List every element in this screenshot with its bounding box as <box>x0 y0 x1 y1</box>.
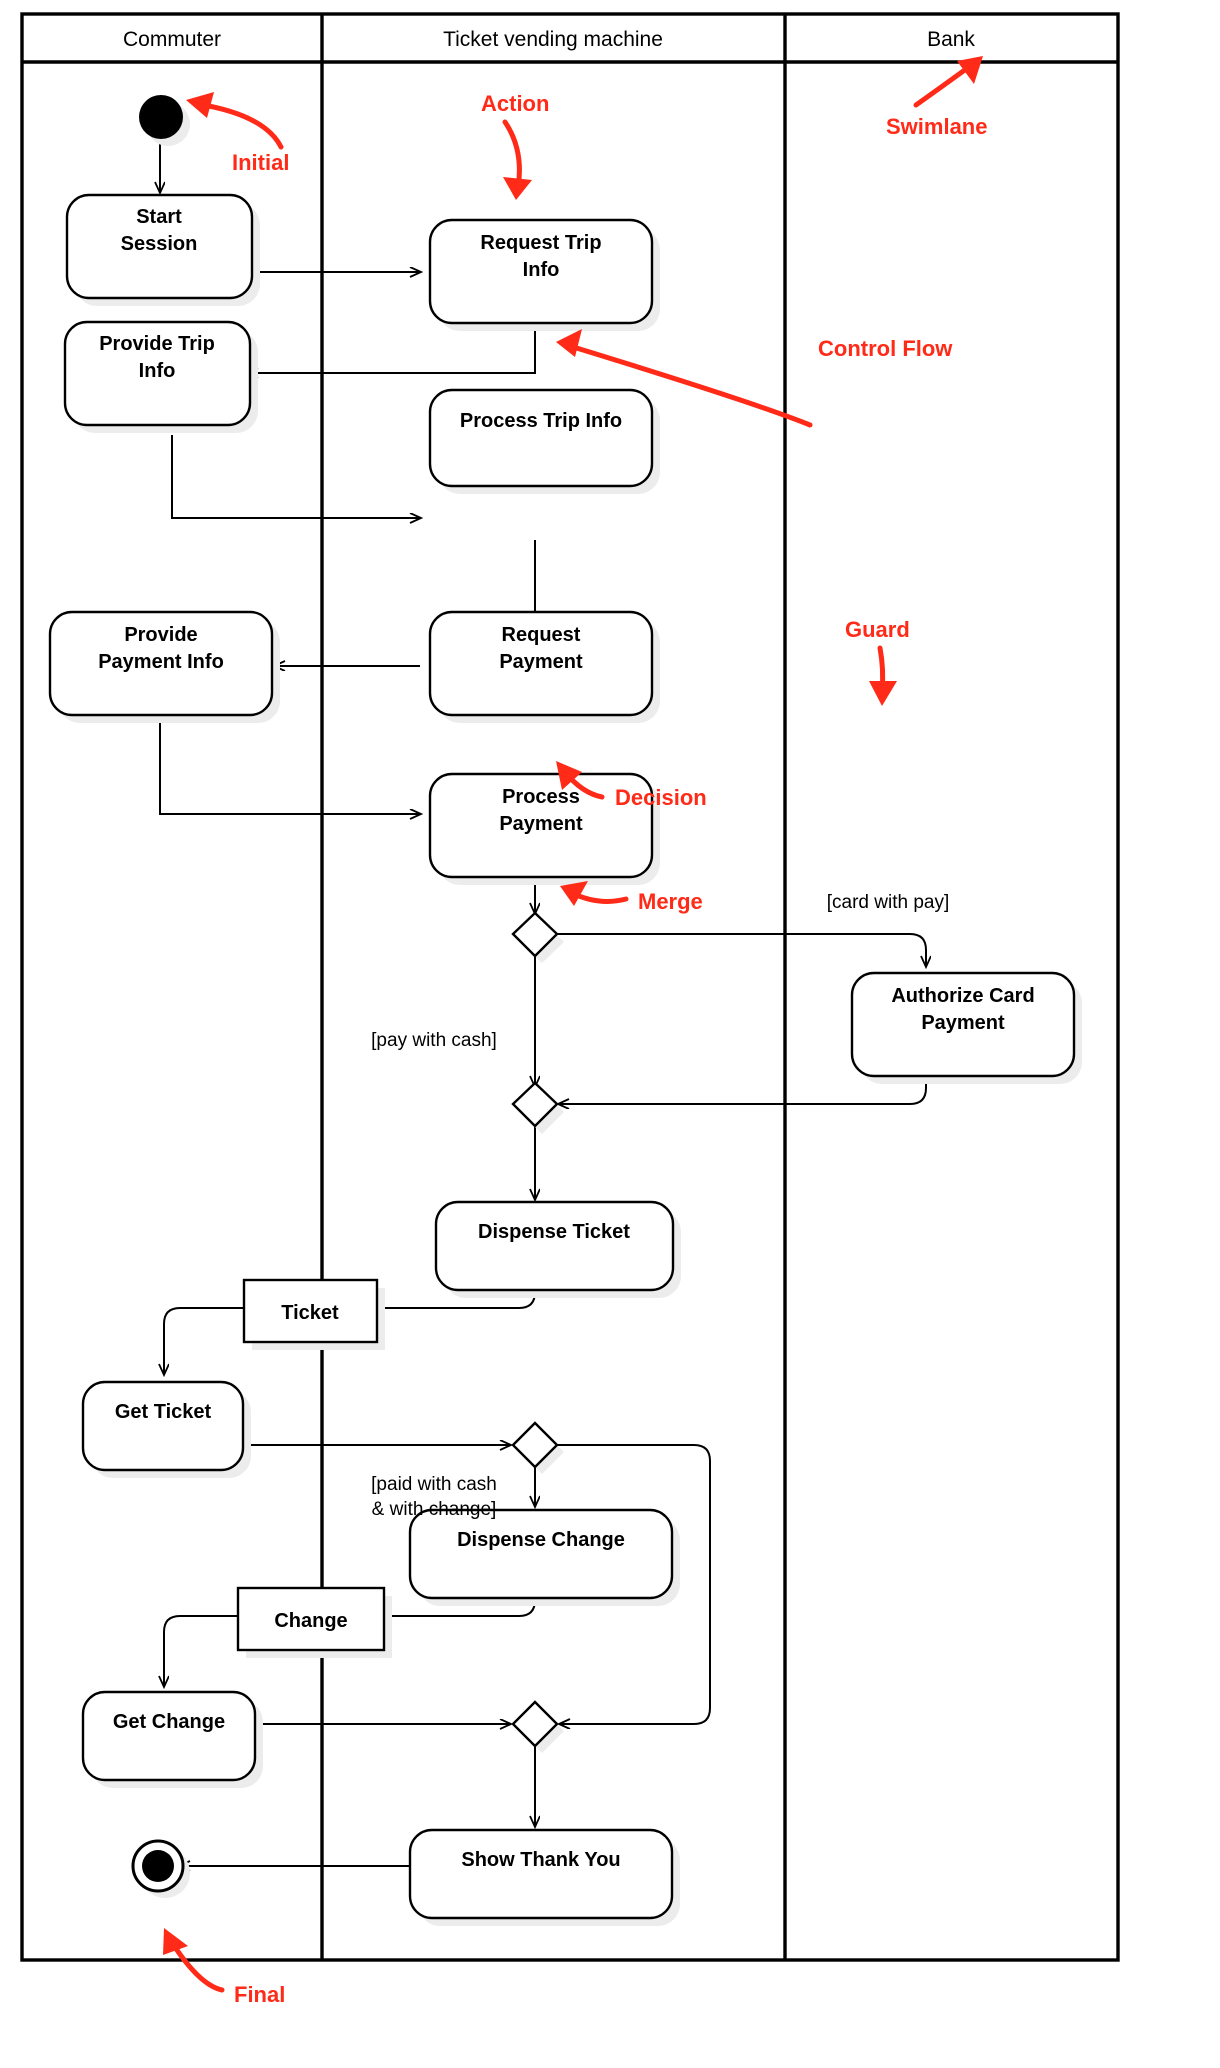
swimlane-title-commuter: Commuter <box>123 28 221 51</box>
flow-decision-change-bypass-to-merge-change <box>557 1444 711 1724</box>
action-provide-trip-info[interactable]: Provide Trip Info <box>63 320 258 433</box>
swimlane-title-tvm: Ticket vending machine <box>443 28 663 51</box>
object-node-ticket-label: Ticket <box>281 1302 339 1324</box>
object-node-change[interactable]: Change <box>236 1586 392 1658</box>
annotation-merge-label: Merge <box>638 889 703 914</box>
swimlane-title-bank: Bank <box>927 28 975 51</box>
action-request-trip-info-label-line-1: Request Trip <box>480 232 601 254</box>
guard-paid-with-cash-line-1: [paid with cash <box>371 1474 497 1495</box>
action-get-ticket[interactable]: Get Ticket <box>81 1380 251 1478</box>
action-process-payment-label-line-1: Process <box>502 786 580 808</box>
annotation-merge: Merge <box>560 881 703 914</box>
action-dispense-change[interactable]: Dispense Change <box>408 1508 680 1606</box>
action-provide-trip-info-label-line-1: Provide Trip <box>99 333 215 355</box>
decision-node-change[interactable] <box>511 1421 564 1474</box>
action-start-session-label-line-2: Session <box>121 233 198 255</box>
action-authorize-card-payment-label-line-1: Authorize Card <box>891 985 1034 1007</box>
annotation-swimlane: Swimlane <box>886 56 987 139</box>
action-start-session-label-line-1: Start <box>136 206 182 228</box>
annotation-decision-label: Decision <box>615 785 707 810</box>
guard-card-with-pay: [card with pay] <box>827 892 950 913</box>
action-request-trip-info-label-line-2: Info <box>523 259 560 281</box>
action-get-ticket-label-line-1: Get Ticket <box>115 1401 212 1423</box>
action-provide-payment-info-label-line-2: Payment Info <box>98 651 224 673</box>
guard-card-with-pay-line-1: [card with pay] <box>827 892 950 913</box>
action-process-payment-label-line-2: Payment <box>499 813 583 835</box>
final-node[interactable] <box>131 1839 190 1898</box>
initial-node[interactable] <box>139 95 190 146</box>
decision-node-payment[interactable] <box>511 911 564 963</box>
annotation-guard-label: Guard <box>845 617 910 642</box>
flow-change-object-to-get-change <box>164 1615 246 1686</box>
action-authorize-card-payment-label-line-2: Payment <box>921 1012 1005 1034</box>
action-process-payment[interactable]: Process Payment <box>428 772 660 885</box>
control-flow-edges <box>160 116 926 1866</box>
annotation-initial-label: Initial <box>232 150 289 175</box>
annotation-final-label: Final <box>234 1982 285 2007</box>
action-dispense-ticket-label-line-1: Dispense Ticket <box>478 1221 630 1243</box>
action-authorize-card-payment[interactable]: Authorize Card Payment <box>850 971 1082 1084</box>
annotation-action-label: Action <box>481 91 549 116</box>
action-process-trip-info[interactable]: Process Trip Info <box>428 388 660 494</box>
guard-paid-with-cash-line-2: & with change] <box>372 1499 497 1520</box>
merge-node-change[interactable] <box>511 1700 564 1753</box>
guard-paid-with-cash-and-change: [paid with cash & with change] <box>371 1474 497 1520</box>
flow-provide-payment-info-to-process-payment <box>159 718 420 814</box>
guard-pay-with-cash-line-1: [pay with cash] <box>371 1030 497 1051</box>
swimlane-header-bank: Bank <box>927 28 975 51</box>
annotation-control-flow-label: Control Flow <box>818 336 953 361</box>
object-node-change-label: Change <box>274 1610 347 1632</box>
annotation-swimlane-label: Swimlane <box>886 114 987 139</box>
flow-authorize-card-payment-to-merge <box>559 1058 927 1104</box>
annotation-final: Final <box>163 1928 285 2007</box>
flow-provide-trip-info-to-process-trip-info <box>171 435 420 518</box>
action-get-change[interactable]: Get Change <box>81 1690 263 1788</box>
action-get-change-label-line-1: Get Change <box>113 1711 225 1733</box>
swimlane-header-commuter: Commuter <box>123 28 221 51</box>
action-dispense-ticket[interactable]: Dispense Ticket <box>434 1200 681 1298</box>
merge-node-payment[interactable] <box>511 1081 564 1134</box>
annotation-initial: Initial <box>186 92 289 175</box>
action-process-trip-info-label-line-1: Process Trip Info <box>460 410 622 432</box>
action-request-trip-info[interactable]: Request Trip Info <box>428 218 660 331</box>
object-node-ticket[interactable]: Ticket <box>242 1278 385 1350</box>
action-show-thank-you[interactable]: Show Thank You <box>408 1828 680 1926</box>
guard-pay-with-cash: [pay with cash] <box>371 1030 497 1051</box>
action-provide-trip-info-label-line-2: Info <box>139 360 176 382</box>
action-dispense-change-label-line-1: Dispense Change <box>457 1529 625 1551</box>
swimlane-header-tvm: Ticket vending machine <box>443 28 663 51</box>
annotation-decision: Decision <box>556 761 707 810</box>
action-request-payment-label-line-2: Payment <box>499 651 583 673</box>
flow-ticket-object-to-get-ticket <box>164 1307 244 1374</box>
action-provide-payment-info[interactable]: Provide Payment Info <box>48 610 280 723</box>
flow-request-trip-info-to-provide-trip-info <box>248 318 536 373</box>
annotation-action: Action <box>481 91 549 200</box>
action-request-payment-label-line-1: Request <box>502 624 581 646</box>
action-start-session[interactable]: Start Session <box>65 193 260 306</box>
flow-decision-to-authorize-card-payment <box>557 933 926 966</box>
action-show-thank-you-label-line-1: Show Thank You <box>461 1849 620 1871</box>
action-provide-payment-info-label-line-1: Provide <box>124 624 197 646</box>
action-request-payment[interactable]: Request Payment <box>428 610 660 723</box>
annotation-guard: Guard <box>845 617 910 706</box>
annotation-control-flow: Control Flow <box>556 329 953 428</box>
